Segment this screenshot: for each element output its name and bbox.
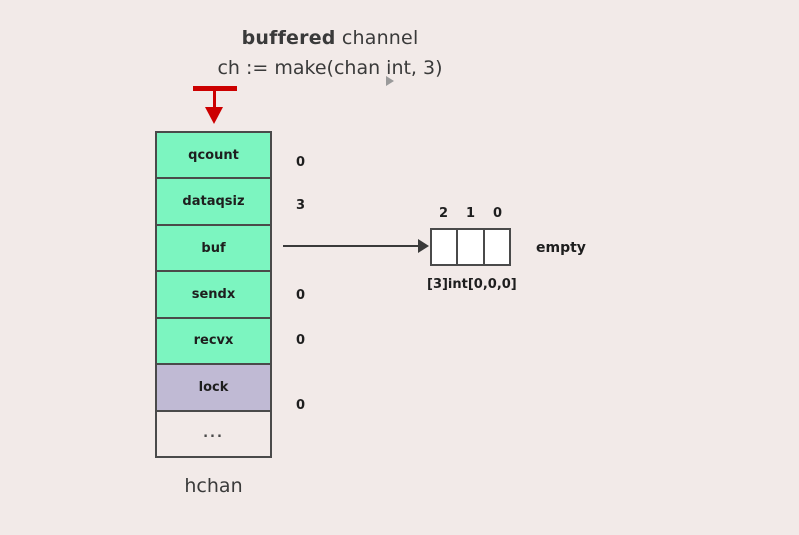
buffer-index-0: 0: [492, 206, 503, 221]
down-arrow-icon: [205, 107, 223, 124]
field-value-lock: 0: [296, 398, 306, 413]
buffer-array: [430, 228, 511, 266]
buffer-cell: [458, 230, 485, 264]
struct-row: sendx: [157, 272, 270, 319]
struct-row: lock: [157, 365, 270, 412]
field-value-qcount: 0: [296, 155, 306, 170]
field-name-lock: lock: [198, 379, 229, 395]
buffer-index-labels: 2 1 0: [430, 206, 511, 221]
field-value-sendx: 0: [296, 288, 306, 303]
buf-pointer-line: [283, 245, 420, 247]
field-name-sendx: sendx: [191, 286, 236, 302]
buffer-index-1: 1: [465, 206, 476, 221]
field-value-recvx: 0: [296, 333, 306, 348]
title-rest: channel: [335, 27, 419, 49]
field-name-qcount: qcount: [188, 147, 239, 163]
struct-row: qcount: [157, 133, 270, 180]
buffer-cell: [432, 230, 459, 264]
struct-row: buf: [157, 225, 270, 273]
buffer-type-caption: [3]int[0,0,0]: [427, 277, 517, 292]
struct-row: recvx: [157, 318, 270, 366]
hchan-label: hchan: [184, 475, 243, 497]
field-name-recvx: recvx: [193, 333, 234, 349]
cursor-triangle-icon: [386, 76, 394, 86]
buffer-state-label: empty: [536, 240, 586, 256]
red-pointer-bar: [193, 86, 237, 91]
right-arrow-icon: [418, 239, 429, 253]
title-emphasis: buffered: [241, 27, 336, 49]
red-pointer-stem: [213, 89, 216, 112]
field-name-dataqsiz: dataqsiz: [182, 194, 245, 210]
code-line: ch := make(chan int, 3): [217, 57, 443, 79]
buffer-index-2: 2: [438, 206, 449, 221]
struct-row: dataqsiz: [157, 179, 270, 226]
field-name-buf: buf: [201, 240, 226, 256]
buffer-cell: [484, 230, 509, 264]
page-title: buffered channel: [0, 27, 660, 49]
field-name-ellipsis: ...: [203, 426, 224, 442]
field-value-dataqsiz: 3: [296, 198, 306, 213]
hchan-struct: qcount dataqsiz buf sendx recvx lock ...: [155, 131, 272, 458]
struct-row: ...: [157, 411, 270, 456]
